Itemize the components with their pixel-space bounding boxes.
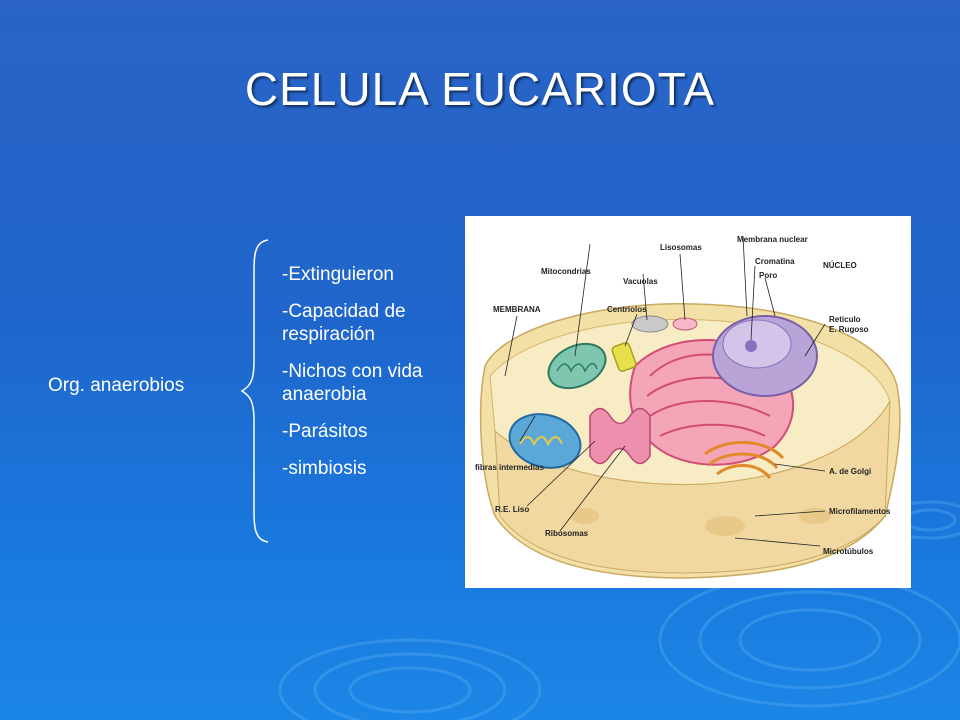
org-anaerobios-label: Org. anaerobios [48,375,185,396]
label-golgi: A. de Golgi [829,467,871,476]
label-nucleo: NÚCLEO [823,261,857,270]
cell-illustration: Lisosomas Membrana nuclear NÚCLEO Mitoco… [475,235,901,579]
list-item: -Nichos con vida anaerobia [282,361,423,405]
list-item: -Capacidad de respiración [282,301,406,345]
curly-brace [240,239,269,543]
label-reticulo: Retículo [829,315,861,324]
label-poro: Poro [759,271,777,280]
label-e-rugoso: E. Rugoso [829,325,869,334]
eukaryotic-cell-diagram: Lisosomas Membrana nuclear NÚCLEO Mitoco… [465,216,911,588]
label-membrana-nuclear: Membrana nuclear [737,235,808,244]
list-item: -simbiosis [282,458,367,479]
slide-title: CELULA EUCARIOTA [244,63,716,115]
label-microtubulos: Microtúbulos [823,547,874,556]
label-microfilamentos: Microfilamentos [829,507,891,516]
label-re-liso: R.E. Liso [495,505,529,514]
label-vacuolas: Vacuolas [623,277,658,286]
label-fibras-intermedias: fibras intermedias [475,463,544,472]
characteristics-list: -Extinguieron -Capacidad de respiración … [282,263,442,494]
label-lisosomas: Lisosomas [660,243,702,252]
label-cromatina: Cromatina [755,257,795,266]
label-centriolos: Centriolos [607,305,647,314]
label-membrana: MEMBRANA [493,305,541,314]
list-item: -Parásitos [282,421,368,442]
label-mitocondrias: Mitocondrias [541,267,591,276]
label-ribosomas: Ribosomas [545,529,589,538]
list-item: -Extinguieron [282,264,394,285]
